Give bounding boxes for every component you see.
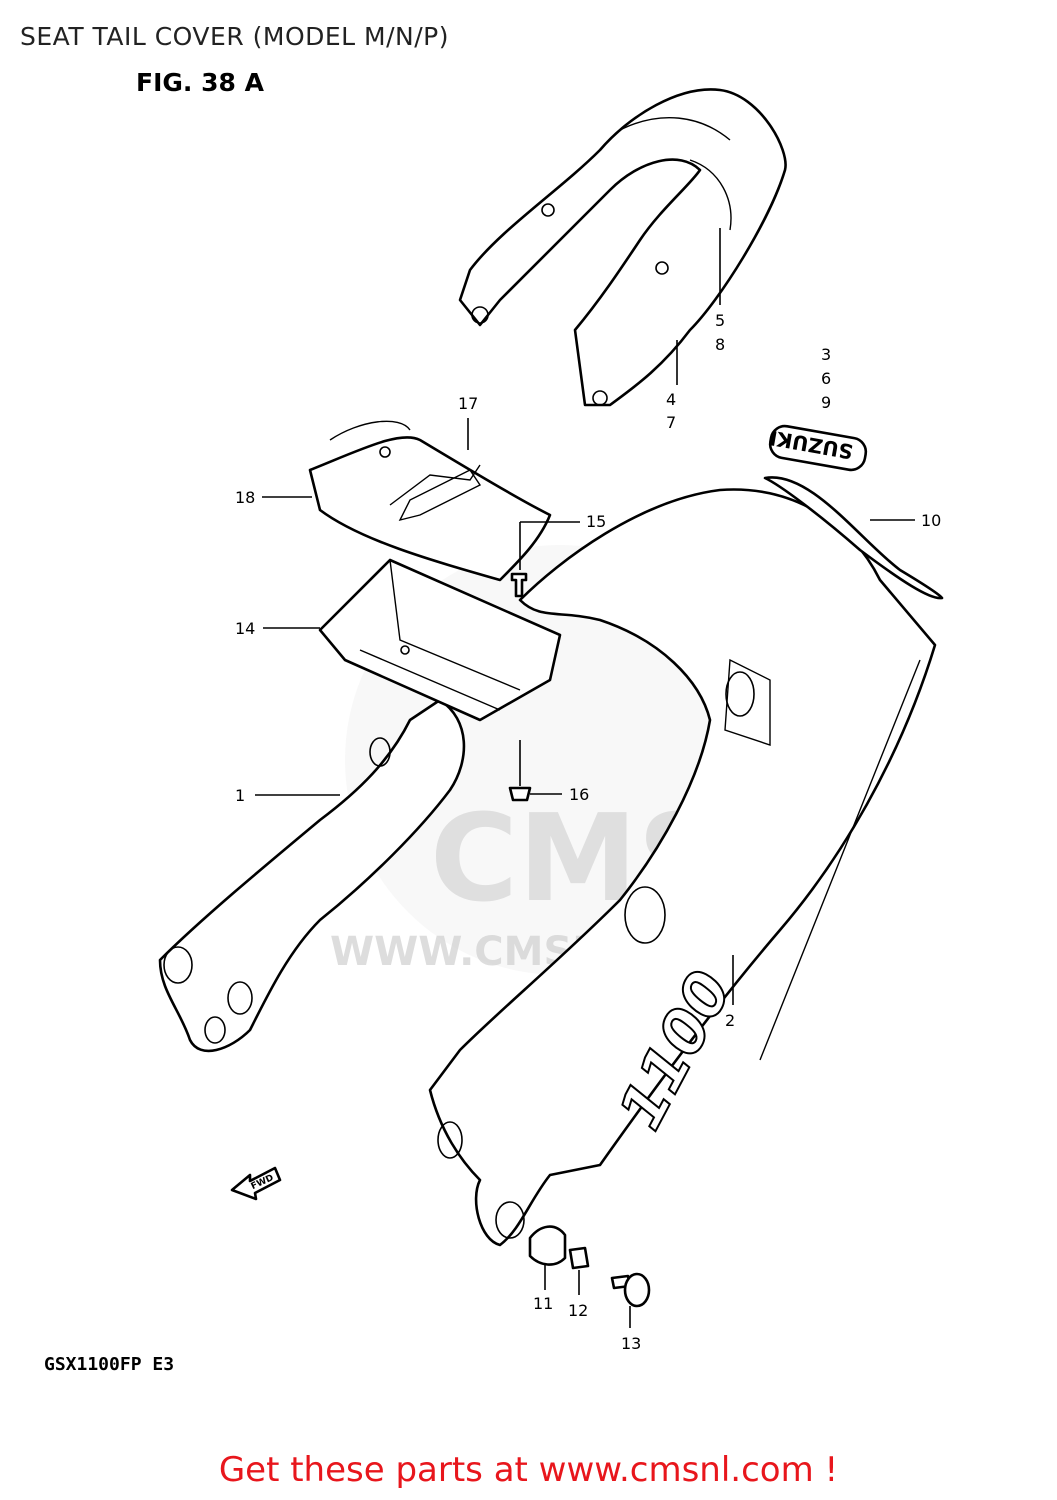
- callout-5: 5: [715, 311, 725, 330]
- footer-link[interactable]: Get these parts at www.cmsnl.com !: [218, 1450, 839, 1490]
- leader-lines: [255, 228, 915, 1328]
- callout-11: 11: [533, 1294, 553, 1313]
- callout-17: 17: [458, 394, 478, 413]
- left-rail: [158, 698, 466, 1053]
- screw-15: [510, 572, 528, 598]
- callout-6: 6: [821, 369, 831, 388]
- callout-numbers: 1 2 3 4 5 6 7 8 9 10 11 12 13 14 15 16 1…: [235, 311, 941, 1353]
- callout-7: 7: [666, 413, 676, 432]
- storage-tray: [318, 558, 562, 722]
- callout-9: 9: [821, 393, 831, 412]
- tool-bag: [308, 420, 552, 582]
- main-tail-cover: 1100: [428, 488, 937, 1247]
- grommet-16: [508, 786, 532, 802]
- model-code: GSX1100FP E3: [44, 1354, 175, 1375]
- forward-arrow-icon: FWD: [230, 1166, 282, 1201]
- callout-1: 1: [235, 786, 245, 805]
- figure-label: FIG. 38 A: [136, 68, 264, 97]
- callout-16: 16: [569, 785, 589, 804]
- exploded-parts-diagram: CMS WWW.CMSNL.COM 1100: [158, 88, 944, 1353]
- suzuki-emblem: SUZUKI: [768, 424, 868, 472]
- callout-3: 3: [821, 345, 831, 364]
- callout-15: 15: [586, 512, 606, 531]
- callout-12: 12: [568, 1301, 588, 1320]
- seal-strip: [763, 476, 944, 600]
- upper-tail-cover: [458, 88, 787, 407]
- page-title: SEAT TAIL COVER (MODEL M/N/P): [20, 22, 450, 51]
- callout-2: 2: [725, 1011, 735, 1030]
- callout-8: 8: [715, 335, 725, 354]
- callout-4: 4: [666, 390, 676, 409]
- callout-14: 14: [235, 619, 255, 638]
- mounting-hardware: [528, 1225, 651, 1308]
- callout-10: 10: [921, 511, 941, 530]
- callout-13: 13: [621, 1334, 641, 1353]
- callout-18: 18: [235, 488, 255, 507]
